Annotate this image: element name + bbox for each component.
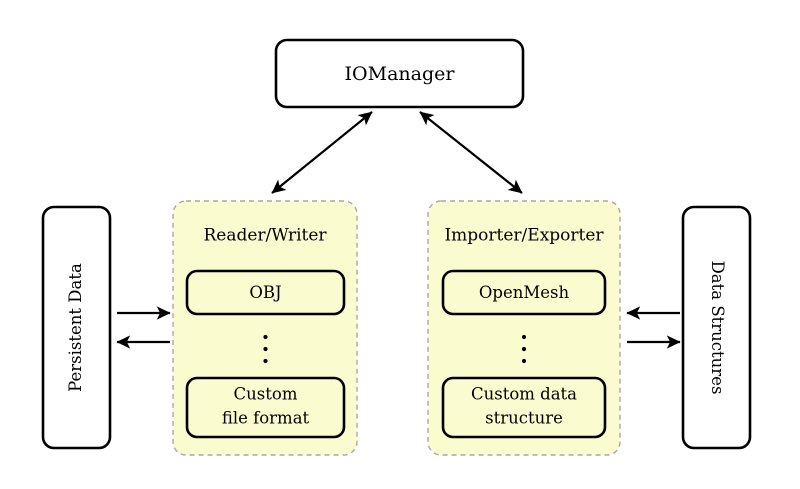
item-openmesh[interactable]: OpenMesh (441, 269, 607, 316)
connector-manager-to-reader-writer (271, 111, 373, 194)
item-custom-data-structure-label-line1: Custom data (471, 385, 577, 404)
data-structures-box[interactable] (681, 205, 752, 450)
iomanager-box[interactable] (274, 38, 525, 109)
item-obj-label: OBJ (249, 283, 281, 302)
item-custom-file-format[interactable]: Custom file format (185, 376, 346, 439)
item-obj[interactable]: OBJ (185, 269, 346, 316)
connector-manager-to-importer-exporter (419, 111, 523, 194)
item-obj-box[interactable] (185, 269, 346, 316)
item-openmesh-label: OpenMesh (479, 283, 570, 302)
group-importer-exporter[interactable]: Importer/Exporter OpenMesh Custom data s… (427, 200, 621, 456)
reader-writer-ellipsis-icon (263, 334, 268, 364)
group-reader-writer-title: Reader/Writer (203, 226, 327, 246)
persistent-data-box[interactable] (41, 205, 112, 450)
item-custom-data-structure[interactable]: Custom data structure (441, 376, 607, 439)
persistent-data-node[interactable]: Persistent Data (41, 205, 112, 450)
iomanager-node[interactable]: IOManager (274, 38, 525, 109)
persistent-data-label: Persistent Data (66, 263, 85, 392)
importer-exporter-ellipsis-icon (521, 334, 527, 364)
item-openmesh-box[interactable] (441, 269, 607, 316)
group-reader-writer[interactable]: Reader/Writer OBJ Custom file format (172, 200, 358, 456)
iomanager-label: IOManager (345, 63, 456, 85)
item-custom-data-structure-label-line2: structure (485, 409, 563, 428)
item-custom-file-format-label-line2: file format (222, 409, 310, 428)
item-custom-data-structure-box[interactable] (441, 376, 607, 439)
item-custom-file-format-box[interactable] (185, 376, 346, 439)
item-custom-file-format-label-line1: Custom (234, 385, 298, 404)
data-structures-node[interactable]: Data Structures (681, 205, 752, 450)
group-importer-exporter-title: Importer/Exporter (444, 226, 604, 246)
data-structures-label: Data Structures (708, 261, 727, 395)
